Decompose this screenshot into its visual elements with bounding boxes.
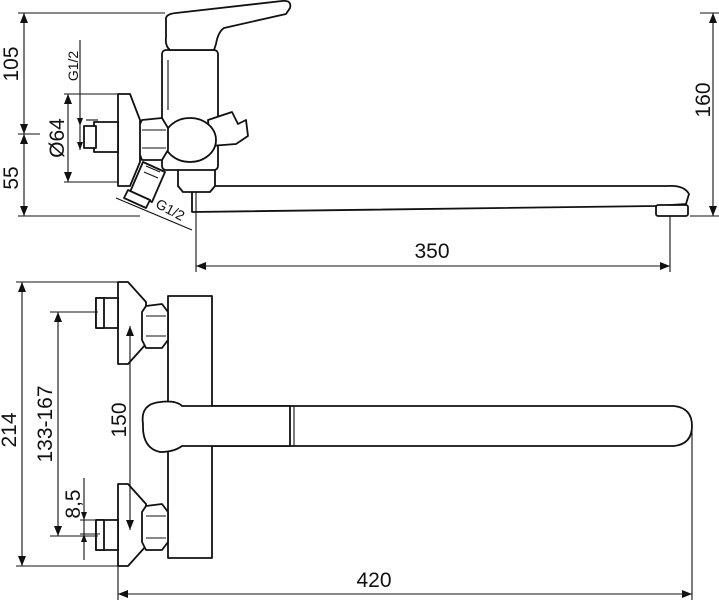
side-escutcheon <box>117 93 141 187</box>
dim-thread-top: G1/2 <box>65 40 98 150</box>
side-connection <box>163 117 217 163</box>
dim-105-55: 105 55 <box>0 12 165 217</box>
dim-350-label: 350 <box>414 240 449 263</box>
dim-420-label: 420 <box>356 569 391 592</box>
dim-105-label: 105 <box>0 46 23 81</box>
dim-133-167-label: 133-167 <box>34 385 57 462</box>
dim-160-label: 160 <box>692 82 715 117</box>
dim-133-167: 133-167 <box>34 311 98 537</box>
side-eccentric-hatch <box>143 165 161 179</box>
top-lower-nut-line <box>146 515 166 539</box>
side-aerator <box>655 204 689 217</box>
dim-55-label: 55 <box>0 166 23 189</box>
dim-thread-bottom-label: G1/2 <box>153 195 187 223</box>
dim-350: 350 <box>195 192 671 272</box>
top-lower-nut <box>141 503 169 551</box>
side-view: 160 105 55 Ø64 <box>0 0 719 272</box>
dim-214-label: 214 <box>0 412 21 447</box>
dim-420: 420 <box>117 430 693 600</box>
top-spout <box>211 405 693 447</box>
top-upper-nut <box>141 303 169 349</box>
dim-8-5: 8,5 <box>62 478 100 560</box>
side-hex-nut <box>137 117 169 161</box>
side-eccentric-end <box>123 189 151 209</box>
dim-diameter: Ø64 <box>46 93 118 183</box>
top-upper-stub-end <box>95 297 105 329</box>
dim-214: 214 <box>0 281 120 567</box>
dim-150-label: 150 <box>108 402 131 437</box>
side-wall-stub <box>93 121 119 153</box>
side-spout <box>191 185 690 213</box>
top-lower-stub-end <box>95 519 105 551</box>
dim-150: 150 <box>108 326 134 530</box>
side-wall-stub-end <box>83 125 97 149</box>
top-upper-nut-line <box>146 315 166 337</box>
side-eccentric <box>129 161 166 203</box>
dim-160: 160 <box>690 12 719 217</box>
top-handle <box>141 400 291 453</box>
dim-thread-top-label: G1/2 <box>65 51 81 82</box>
top-view: 214 133-167 150 8,5 <box>0 281 693 600</box>
dim-diameter-label: Ø64 <box>46 118 69 158</box>
side-handle <box>164 0 292 51</box>
dim-thread-bottom: G1/2 <box>115 195 193 231</box>
dim-8-5-label: 8,5 <box>62 489 85 518</box>
side-spout-collar <box>177 167 216 193</box>
